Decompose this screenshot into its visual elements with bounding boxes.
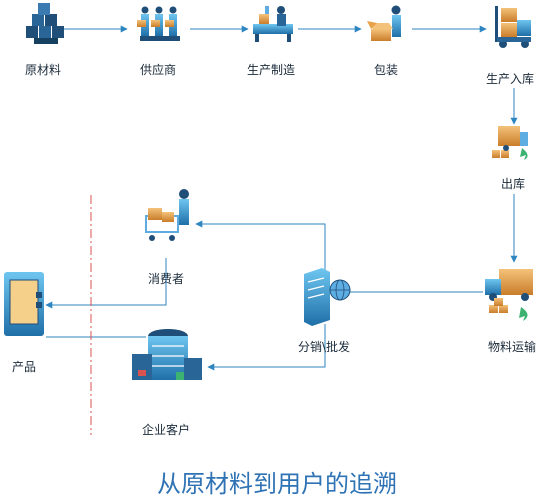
- label-packaging: 包装: [374, 63, 399, 77]
- label-manufacturing: 生产制造: [247, 63, 296, 77]
- outbound-icon: [492, 126, 528, 160]
- connector-distribution-to-enterprise: [207, 324, 326, 371]
- label-raw-material: 原材料: [25, 63, 62, 77]
- label-logistics: 物料运输: [488, 340, 537, 354]
- label-product: 产品: [12, 360, 37, 374]
- product-icon: [4, 272, 44, 336]
- process-flow-connectors: [45, 25, 518, 371]
- raw-material-icon: [26, 3, 64, 44]
- connector-distribution-to-consumer: [195, 220, 326, 272]
- label-warehousing-in: 生产入库: [486, 72, 535, 86]
- supplier-icon: [137, 6, 180, 41]
- label-supplier: 供应商: [140, 63, 177, 77]
- warehouse-in-icon: [495, 6, 531, 48]
- connector-consumer-to-product: [45, 258, 167, 309]
- label-warehousing-out: 出库: [501, 177, 526, 191]
- diagram-title: 从原材料到用户的追溯: [157, 470, 397, 498]
- logistics-icon: [485, 269, 533, 321]
- packaging-icon: [367, 5, 401, 41]
- label-distribution: 分销\批发: [298, 340, 351, 354]
- consumer-icon: [145, 189, 189, 241]
- label-enterprise-customer: 企业客户: [142, 423, 191, 437]
- manufacturing-icon: [253, 6, 293, 42]
- distribution-icon: [304, 268, 351, 326]
- enterprise-building-icon: [132, 329, 202, 380]
- label-consumer: 消费者: [148, 272, 185, 286]
